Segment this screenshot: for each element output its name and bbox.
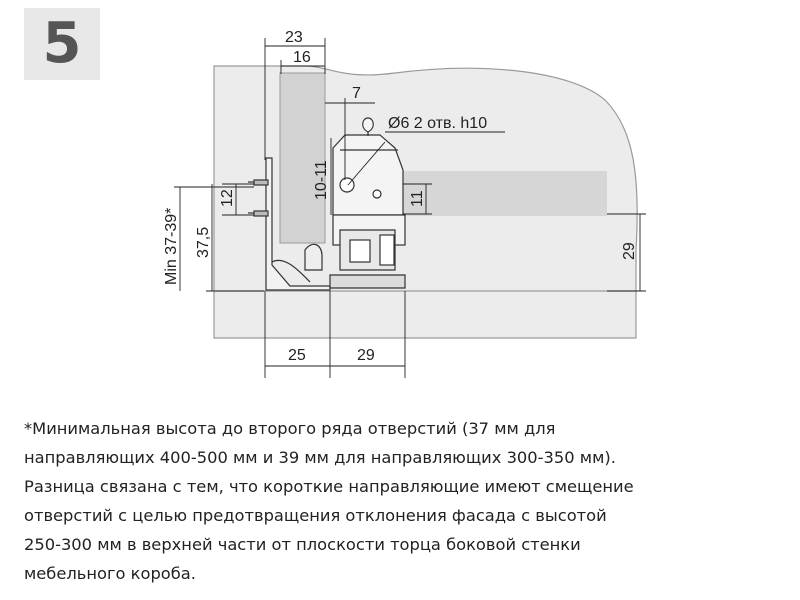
footnote-line: направляющих 400-500 мм и 39 мм для напр…	[24, 448, 616, 467]
dim-25: 25	[288, 347, 306, 364]
footnote-line: 250-300 мм в верхней части от плоскости …	[24, 535, 581, 554]
dim-23: 23	[285, 29, 303, 46]
dim-16: 16	[293, 49, 311, 66]
footnote-line: *Минимальная высота до второго ряда отве…	[24, 419, 556, 438]
footnote-text: *Минимальная высота до второго ряда отве…	[24, 414, 756, 588]
dim-7: 7	[352, 85, 361, 102]
dim-37-5: 37,5	[195, 227, 212, 258]
step-number-badge: 5	[24, 8, 100, 80]
slide-mechanism	[304, 117, 406, 289]
dimension-lines	[174, 38, 646, 378]
footnote-line: отверстий с целью предотвращения отклоне…	[24, 506, 607, 525]
left-bracket	[248, 157, 331, 291]
footnote-line: мебельного короба.	[24, 564, 196, 583]
rail-strip	[395, 171, 607, 216]
dim-11: 11	[409, 190, 426, 207]
footnote-line: Разница связана с тем, что короткие напр…	[24, 477, 634, 496]
dim-hole: Ø6 2 отв. h10	[388, 115, 487, 132]
dim-29-bottom: 29	[357, 347, 375, 364]
front-board	[279, 72, 326, 244]
dim-29-right: 29	[621, 242, 638, 260]
dim-12: 12	[219, 189, 236, 207]
dim-min-37-39: Min 37-39*	[163, 208, 180, 285]
step-number: 5	[42, 11, 82, 76]
dim-10-11: 10-11	[313, 160, 330, 200]
drawer-assembly-diagram: 23 16 7 Ø6 2 отв. h10 10-11 11 12 37,5 M…	[163, 29, 646, 378]
